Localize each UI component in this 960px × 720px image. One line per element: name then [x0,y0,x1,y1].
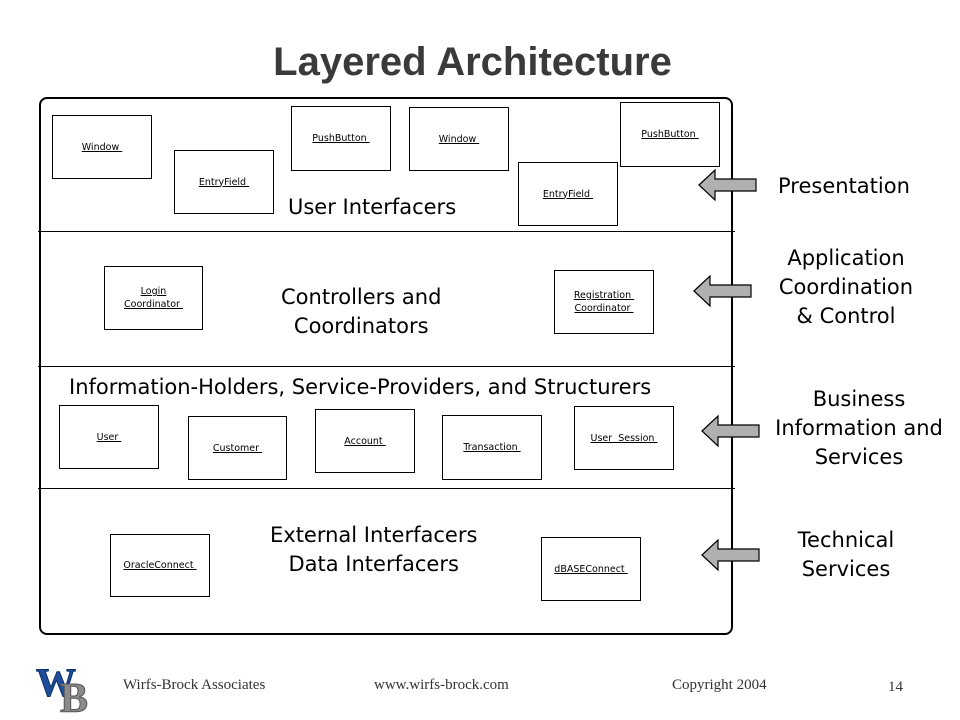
svg-text:B: B [60,676,88,714]
class-box-transaction[interactable]: Transaction [442,415,542,480]
footer-url[interactable]: www.wirfs-brock.com [374,677,509,693]
class-box-window[interactable]: Window [52,115,152,179]
class-box-user-session[interactable]: User Session [574,406,674,470]
layer-divider-1 [38,231,735,232]
layer-label-controllers: Controllers and Coordinators [281,285,442,338]
class-box-user[interactable]: User [59,405,159,469]
class-box-pushbutton[interactable]: PushButton [620,102,720,167]
layer-label-external-interfacers: External Interfacers Data Interfacers [270,523,478,576]
class-box-account[interactable]: Account [315,409,415,473]
side-label-application-coordination: Application Coordination & Control [778,246,914,328]
layer-divider-2 [38,366,735,367]
left-arrow-icon [701,414,760,448]
side-label-business-information: Business Information and Services [775,387,943,469]
left-arrow-icon [693,274,752,308]
left-arrow-icon [698,168,757,202]
class-box-customer[interactable]: Customer [188,416,287,480]
class-box-entryfield[interactable]: EntryField [174,150,274,214]
class-box-window[interactable]: Window [409,107,509,171]
layer-divider-3 [38,488,735,489]
side-label-presentation: Presentation [778,174,910,198]
wirfs-brock-logo: W B [36,660,89,714]
side-label-technical-services: Technical Services [797,528,895,581]
class-box-login-coordinator[interactable]: Login Coordinator [104,266,203,330]
footer-company: Wirfs-Brock Associates [123,677,266,693]
left-arrow-icon [701,538,760,572]
class-box-dbase-connect[interactable]: dBASEConnect [541,537,641,601]
class-box-entryfield[interactable]: EntryField [518,162,618,226]
layer-label-user-interfacers: User Interfacers [288,195,457,219]
footer-copyright: Copyright 2004 [672,677,767,693]
slide-title: Layered Architecture [273,40,672,84]
svg-text:W: W [36,660,76,705]
class-box-oracle-connect[interactable]: OracleConnect [110,534,210,597]
class-box-registration-coordinator[interactable]: Registration Coordinator [554,270,654,334]
layer-label-information-holders: Information-Holders, Service-Providers, … [69,375,652,399]
page-number: 14 [888,679,903,695]
class-box-pushbutton[interactable]: PushButton [291,106,391,171]
